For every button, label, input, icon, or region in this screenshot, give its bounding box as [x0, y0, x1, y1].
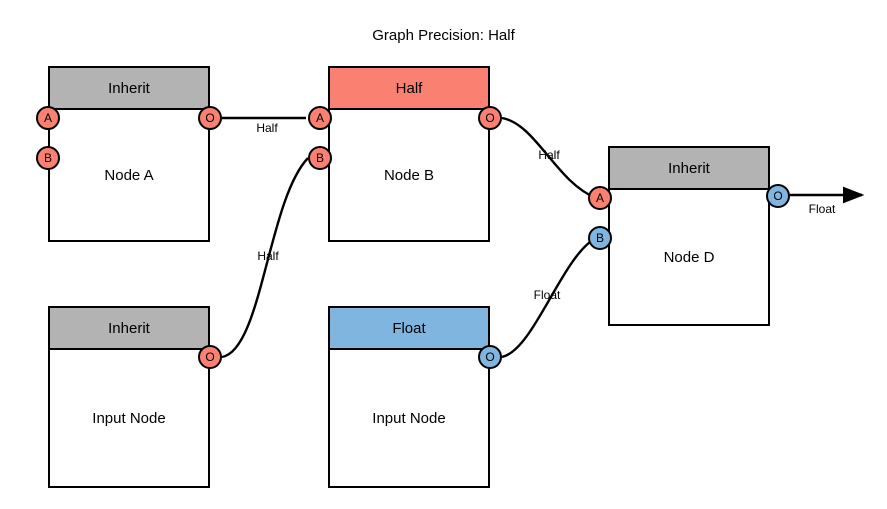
input-node-mid-body: Input Node — [330, 350, 488, 486]
node-d-label: Node D — [663, 248, 715, 266]
input-node-mid-output-port-o[interactable]: O — [478, 345, 502, 369]
edge-label-inputmid-to-d: Float — [533, 288, 561, 302]
node-b-input-port-a[interactable]: A — [308, 106, 332, 130]
node-d-input-port-a[interactable]: A — [588, 186, 612, 210]
node-b-body: Node B — [330, 110, 488, 240]
node-node-a[interactable]: Inherit Node A — [48, 66, 210, 242]
edge-b-to-d[interactable] — [501, 116, 597, 200]
node-b-input-port-b[interactable]: B — [308, 146, 332, 170]
input-node-left-header: Inherit — [50, 308, 208, 350]
node-a-input-port-b[interactable]: B — [36, 146, 60, 170]
node-b-header: Half — [330, 68, 488, 110]
input-node-left-header-label: Inherit — [108, 319, 150, 337]
input-node-left-output-port-o-label: O — [205, 350, 215, 364]
input-node-mid-header-label: Float — [392, 319, 426, 337]
node-a-body: Node A — [50, 110, 208, 240]
node-d-header: Inherit — [610, 148, 768, 190]
node-a-input-port-a-label: A — [43, 111, 52, 125]
input-node-mid-header: Float — [330, 308, 488, 350]
node-b-label: Node B — [383, 166, 435, 184]
node-b-output-port-o-label: O — [485, 111, 495, 125]
input-node-left-output-port-o[interactable]: O — [198, 345, 222, 369]
node-a-label: Node A — [104, 166, 154, 184]
edge-inputleft-to-b[interactable] — [221, 157, 309, 359]
page-title: Graph Precision: Half — [372, 27, 515, 44]
node-a-output-port-o-label: O — [205, 111, 215, 125]
node-a-header-label: Inherit — [108, 79, 150, 97]
edge-label-d-output: Float — [808, 202, 836, 216]
edge-label-a-to-b: Half — [256, 121, 278, 135]
node-node-d[interactable]: Inherit Node D — [608, 146, 770, 326]
node-node-b[interactable]: Half Node B — [328, 66, 490, 242]
node-d-output-port-o[interactable]: O — [766, 184, 790, 208]
node-a-input-port-b-label: B — [43, 151, 52, 165]
input-node-left-label: Input Node — [92, 409, 166, 427]
node-d-input-port-a-label: A — [595, 191, 604, 205]
node-input-node-mid[interactable]: Float Input Node — [328, 306, 490, 488]
node-d-output-port-o-label: O — [773, 189, 783, 203]
node-a-input-port-a[interactable]: A — [36, 106, 60, 130]
input-node-mid-label: Input Node — [372, 409, 446, 427]
edge-inputmid-to-d[interactable] — [501, 236, 597, 359]
node-a-output-port-o[interactable]: O — [198, 106, 222, 130]
input-node-mid-output-port-o-label: O — [485, 350, 495, 364]
node-b-header-label: Half — [395, 79, 423, 97]
node-d-input-port-b-label: B — [595, 231, 604, 245]
node-b-input-port-b-label: B — [315, 151, 324, 165]
node-b-input-port-a-label: A — [315, 111, 324, 125]
node-d-header-label: Inherit — [668, 159, 710, 177]
edge-label-b-to-d: Half — [538, 148, 560, 162]
input-node-left-body: Input Node — [50, 350, 208, 486]
node-b-output-port-o[interactable]: O — [478, 106, 502, 130]
node-input-node-left[interactable]: Inherit Input Node — [48, 306, 210, 488]
edge-label-inputleft-to-b: Half — [257, 249, 279, 263]
node-d-input-port-b[interactable]: B — [588, 226, 612, 250]
node-d-body: Node D — [610, 190, 768, 324]
node-a-header: Inherit — [50, 68, 208, 110]
